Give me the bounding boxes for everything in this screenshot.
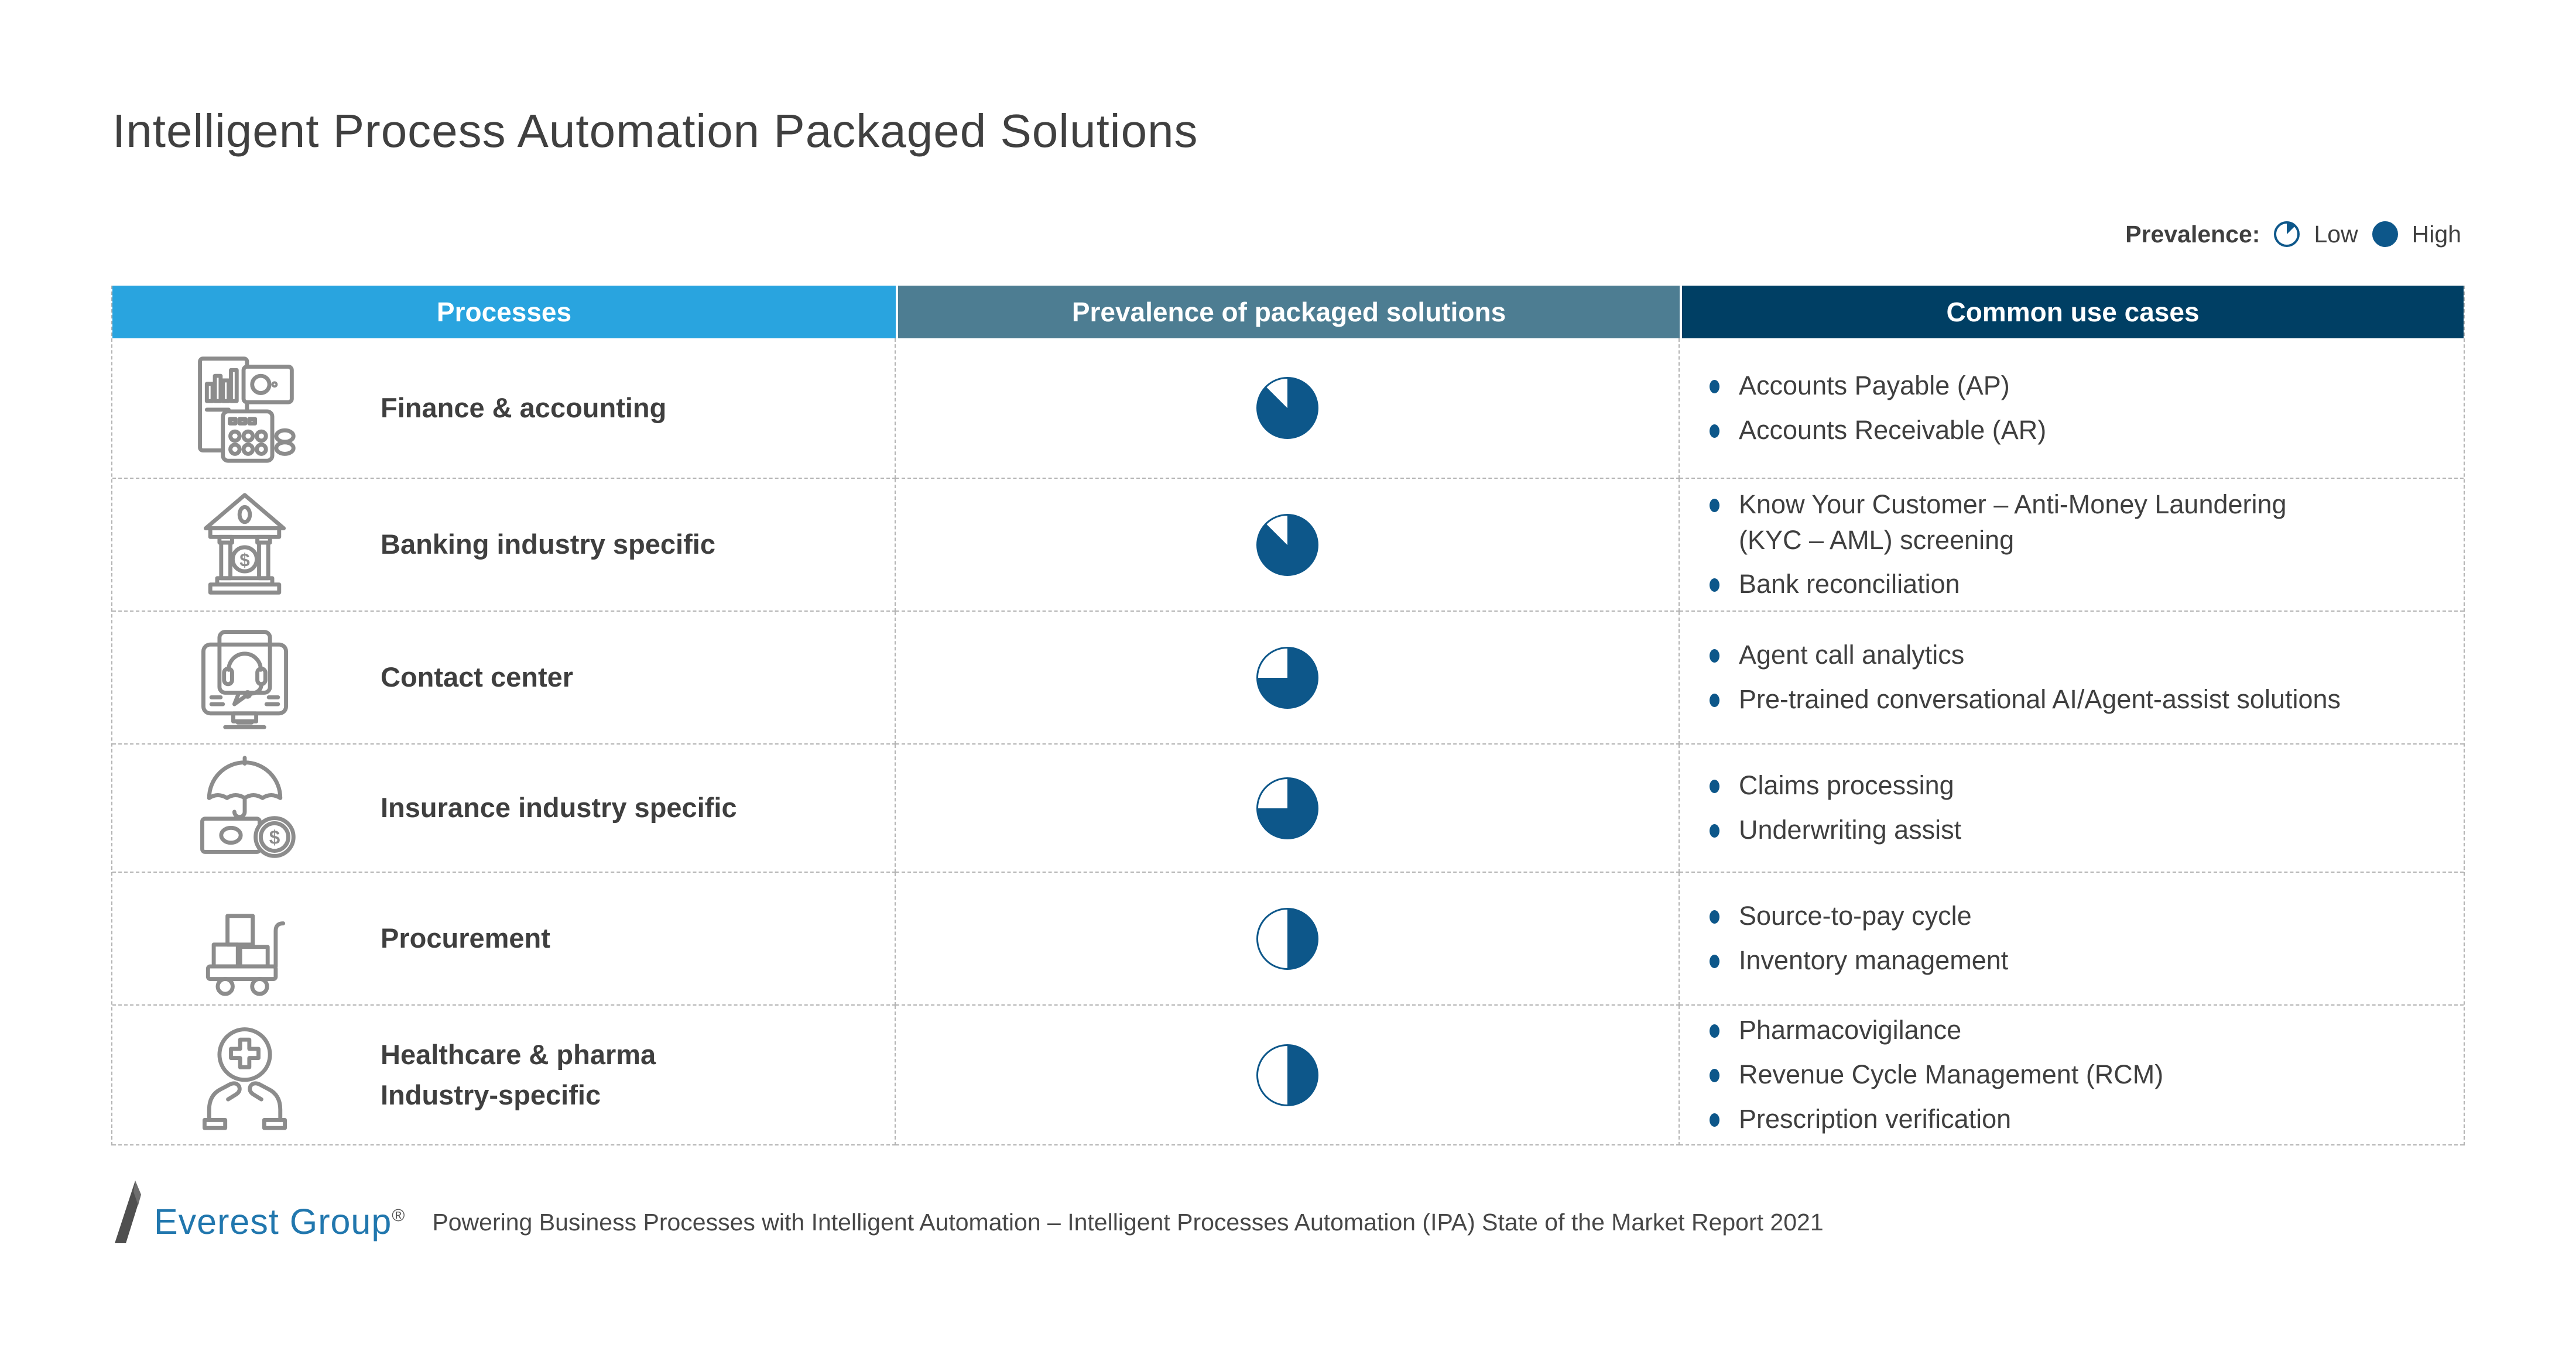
use-cases-cell: Know Your Customer – Anti-Money Launderi… <box>1680 479 2464 612</box>
prevalence-pie <box>1256 646 1318 709</box>
prevalence-cell <box>896 612 1680 745</box>
legend-high-label: High <box>2411 220 2461 248</box>
column-header-prevalence: Prevalence of packaged solutions <box>896 286 1680 338</box>
bank-icon: $ <box>187 488 302 602</box>
prevalence-cell <box>896 873 1680 1006</box>
process-label: Contact center <box>381 661 574 693</box>
low-prevalence-pie-icon <box>2274 221 2300 247</box>
process-cell: Healthcare & pharma Industry-specific <box>112 1006 896 1145</box>
prevalence-pie <box>1256 377 1318 439</box>
use-case-item: Claims processing <box>1706 768 1961 804</box>
prevalence-pie <box>1256 777 1318 839</box>
prevalence-pie <box>1256 1044 1318 1106</box>
healthcare-icon <box>187 1018 302 1133</box>
page-title: Intelligent Process Automation Packaged … <box>112 105 1198 157</box>
process-cell: Finance & accounting <box>112 338 896 479</box>
process-cell: $ Banking industry specific <box>112 479 896 612</box>
use-case-item: Accounts Payable (AP) <box>1706 368 2046 404</box>
use-case-item: Know Your Customer – Anti-Money Launderi… <box>1706 487 2287 558</box>
use-case-list: Accounts Payable (AP) Accounts Receivable… <box>1706 359 2046 457</box>
process-label: Finance & accounting <box>381 392 667 423</box>
use-case-item: Bank reconciliation <box>1706 567 2287 602</box>
high-prevalence-circle-icon <box>2372 221 2398 247</box>
prevalence-pie <box>1256 907 1318 970</box>
use-case-list: Know Your Customer – Anti-Money Launderi… <box>1706 479 2287 610</box>
process-label: Procurement <box>381 922 550 954</box>
use-case-item: Accounts Receivable (AR) <box>1706 413 2046 448</box>
use-case-item: Source-to-pay cycle <box>1706 898 2008 934</box>
process-label: Banking industry specific <box>381 529 715 560</box>
legend-label: Prevalence: <box>2125 220 2260 248</box>
process-cell: Contact center <box>112 612 896 745</box>
process-cell: Procurement <box>112 873 896 1006</box>
finance-accounting-icon <box>187 351 302 465</box>
use-case-item: Revenue Cycle Management (RCM) <box>1706 1057 2163 1093</box>
prevalence-cell <box>896 745 1680 873</box>
process-label: Insurance industry specific <box>381 792 737 824</box>
packaged-solutions-table: Processes Prevalence of packaged solutio… <box>111 286 2465 1145</box>
everest-group-logo-icon <box>115 1181 141 1243</box>
prevalence-pie <box>1256 513 1318 576</box>
everest-group-logo-text: Everest Group® <box>154 1202 406 1241</box>
column-header-processes: Processes <box>112 286 896 338</box>
use-cases-cell: Accounts Payable (AP) Accounts Receivable… <box>1680 338 2464 479</box>
prevalence-legend: Prevalence: Low High <box>2125 217 2461 252</box>
legend-low-label: Low <box>2314 220 2358 248</box>
prevalence-cell <box>896 1006 1680 1145</box>
svg-text:$: $ <box>269 826 280 848</box>
use-case-item: Pharmacovigilance <box>1706 1013 2163 1048</box>
registered-mark: ® <box>392 1206 406 1226</box>
use-case-item: Prescription verification <box>1706 1102 2163 1137</box>
procurement-icon <box>187 881 302 996</box>
process-cell: $ Insurance industry specific <box>112 745 896 873</box>
use-case-item: Inventory management <box>1706 943 2008 979</box>
column-header-use-cases: Common use cases <box>1680 286 2464 338</box>
use-case-item: Underwriting assist <box>1706 812 1961 848</box>
use-case-item: Pre-trained conversational AI/Agent-assi… <box>1706 682 2341 718</box>
use-case-item: Agent call analytics <box>1706 637 2341 673</box>
insurance-icon: $ <box>187 751 302 866</box>
svg-text:$: $ <box>239 550 249 570</box>
prevalence-cell <box>896 338 1680 479</box>
contact-center-icon <box>187 620 302 735</box>
prevalence-cell <box>896 479 1680 612</box>
footer: Everest Group® Powering Business Process… <box>114 1175 1824 1244</box>
process-label: Healthcare & pharma Industry-specific <box>381 1039 656 1110</box>
footer-caption: Powering Business Processes with Intelli… <box>432 1209 1824 1236</box>
